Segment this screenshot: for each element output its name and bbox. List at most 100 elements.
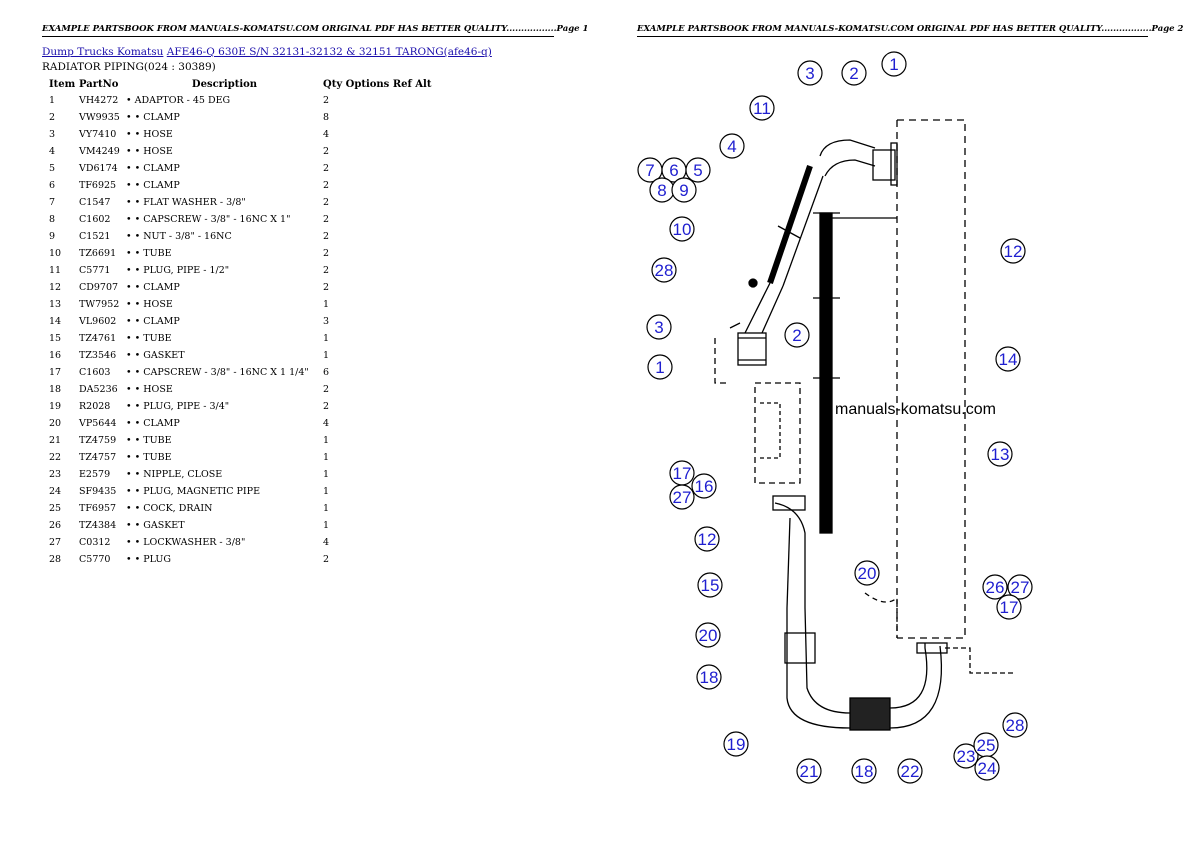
part-qty: 4 <box>323 129 330 140</box>
callout-circle <box>669 216 695 242</box>
callout-circle <box>854 560 880 586</box>
column-header-qty-options-ref-alt: Qty Options Ref Alt <box>323 77 431 92</box>
part-options <box>345 194 431 211</box>
part-qty: 1 <box>323 333 330 344</box>
item-number: 24 <box>49 486 62 497</box>
part-qty: 1 <box>323 452 330 463</box>
callout-label: 25 <box>977 736 996 755</box>
part-description: • • HOSE <box>126 384 173 395</box>
column-header-options: Options <box>345 79 390 90</box>
part-options <box>345 347 431 364</box>
callout-circle <box>1007 574 1033 600</box>
item-number: 4 <box>49 146 56 157</box>
callout-circle <box>1000 238 1026 264</box>
item-number: 9 <box>49 231 56 242</box>
part-description: • • CLAMP <box>126 112 180 123</box>
item-number: 28 <box>49 554 62 565</box>
part-options <box>345 262 431 279</box>
callout-label: 5 <box>693 161 702 180</box>
column-header-ref: Ref <box>392 79 412 90</box>
part-qty: 2 <box>323 197 330 208</box>
part-qty: 2 <box>323 401 330 412</box>
part-options <box>345 279 431 296</box>
callout-label: 22 <box>901 762 920 781</box>
item-number: 16 <box>49 350 62 361</box>
item-number: 5 <box>49 163 56 174</box>
part-description: • • NIPPLE, CLOSE <box>126 469 223 480</box>
breadcrumb-link-model[interactable]: AFE46-Q 630E S/N 32131-32132 & 32151 TAR… <box>166 46 492 58</box>
part-qty: 1 <box>323 435 330 446</box>
part-description: • • PLUG, PIPE - 1/2" <box>126 265 230 276</box>
part-number: C5770 <box>79 554 111 565</box>
part-number: TW7952 <box>79 299 120 310</box>
callout-circle <box>851 758 877 784</box>
part-qty: 2 <box>323 180 330 191</box>
part-qty: 2 <box>323 214 330 225</box>
callout-circle <box>796 758 822 784</box>
part-options <box>345 398 431 415</box>
part-options <box>345 483 431 500</box>
part-qty: 3 <box>323 316 330 327</box>
callout-circle <box>651 257 677 283</box>
callout-label: 19 <box>727 735 746 754</box>
column-header-description: Description <box>191 79 258 90</box>
part-description: • • FLAT WASHER - 3/8" <box>126 197 246 208</box>
item-number: 8 <box>49 214 56 225</box>
callout-label: 28 <box>655 261 674 280</box>
callout-circle <box>719 133 745 159</box>
callout-circle <box>995 346 1021 372</box>
part-qty: 2 <box>323 554 330 565</box>
part-number: C0312 <box>79 537 111 548</box>
item-number: 19 <box>49 401 62 412</box>
callout-label: 20 <box>858 564 877 583</box>
item-number: 26 <box>49 520 62 531</box>
page-header: EXAMPLE PARTSBOOK FROM MANUALS-KOMATSU.C… <box>637 24 1183 37</box>
item-number: 13 <box>49 299 62 310</box>
callout-circle <box>996 594 1022 620</box>
part-description: • • HOSE <box>126 129 173 140</box>
part-description: • • CAPSCREW - 3/8" - 16NC X 1" <box>126 214 291 225</box>
callout-circle <box>647 354 673 380</box>
part-number: R2028 <box>79 401 111 412</box>
part-qty: 1 <box>323 520 330 531</box>
callout-label: 4 <box>727 137 736 156</box>
callout-circle <box>987 441 1013 467</box>
part-description: • • CLAMP <box>126 163 180 174</box>
part-number: C1547 <box>79 197 111 208</box>
part-options <box>345 177 431 194</box>
part-options <box>345 228 431 245</box>
part-options <box>345 500 431 517</box>
part-qty: 2 <box>323 231 330 242</box>
item-number: 27 <box>49 537 62 548</box>
callout-circle <box>694 526 720 552</box>
part-description: • ADAPTOR - 45 DEG <box>126 95 231 106</box>
callout-label: 21 <box>800 762 819 781</box>
item-number: 22 <box>49 452 62 463</box>
item-number: 18 <box>49 384 62 395</box>
part-number: DA5236 <box>79 384 118 395</box>
callout-circle <box>982 574 1008 600</box>
callout-label: 17 <box>1000 598 1019 617</box>
diagram-page: EXAMPLE PARTSBOOK FROM MANUALS-KOMATSU.C… <box>595 0 1190 842</box>
part-options <box>345 313 431 330</box>
part-number: VL9602 <box>79 316 117 327</box>
callout-circle <box>897 758 923 784</box>
callout-label: 11 <box>753 99 771 118</box>
part-description: • • TUBE <box>126 248 172 259</box>
part-number: TZ4757 <box>79 452 117 463</box>
item-number: 23 <box>49 469 62 480</box>
part-number: VM4249 <box>79 146 120 157</box>
item-number: 12 <box>49 282 62 293</box>
part-qty: 4 <box>323 418 330 429</box>
breadcrumb-link-dump-trucks[interactable]: Dump Trucks Komatsu <box>42 46 164 58</box>
